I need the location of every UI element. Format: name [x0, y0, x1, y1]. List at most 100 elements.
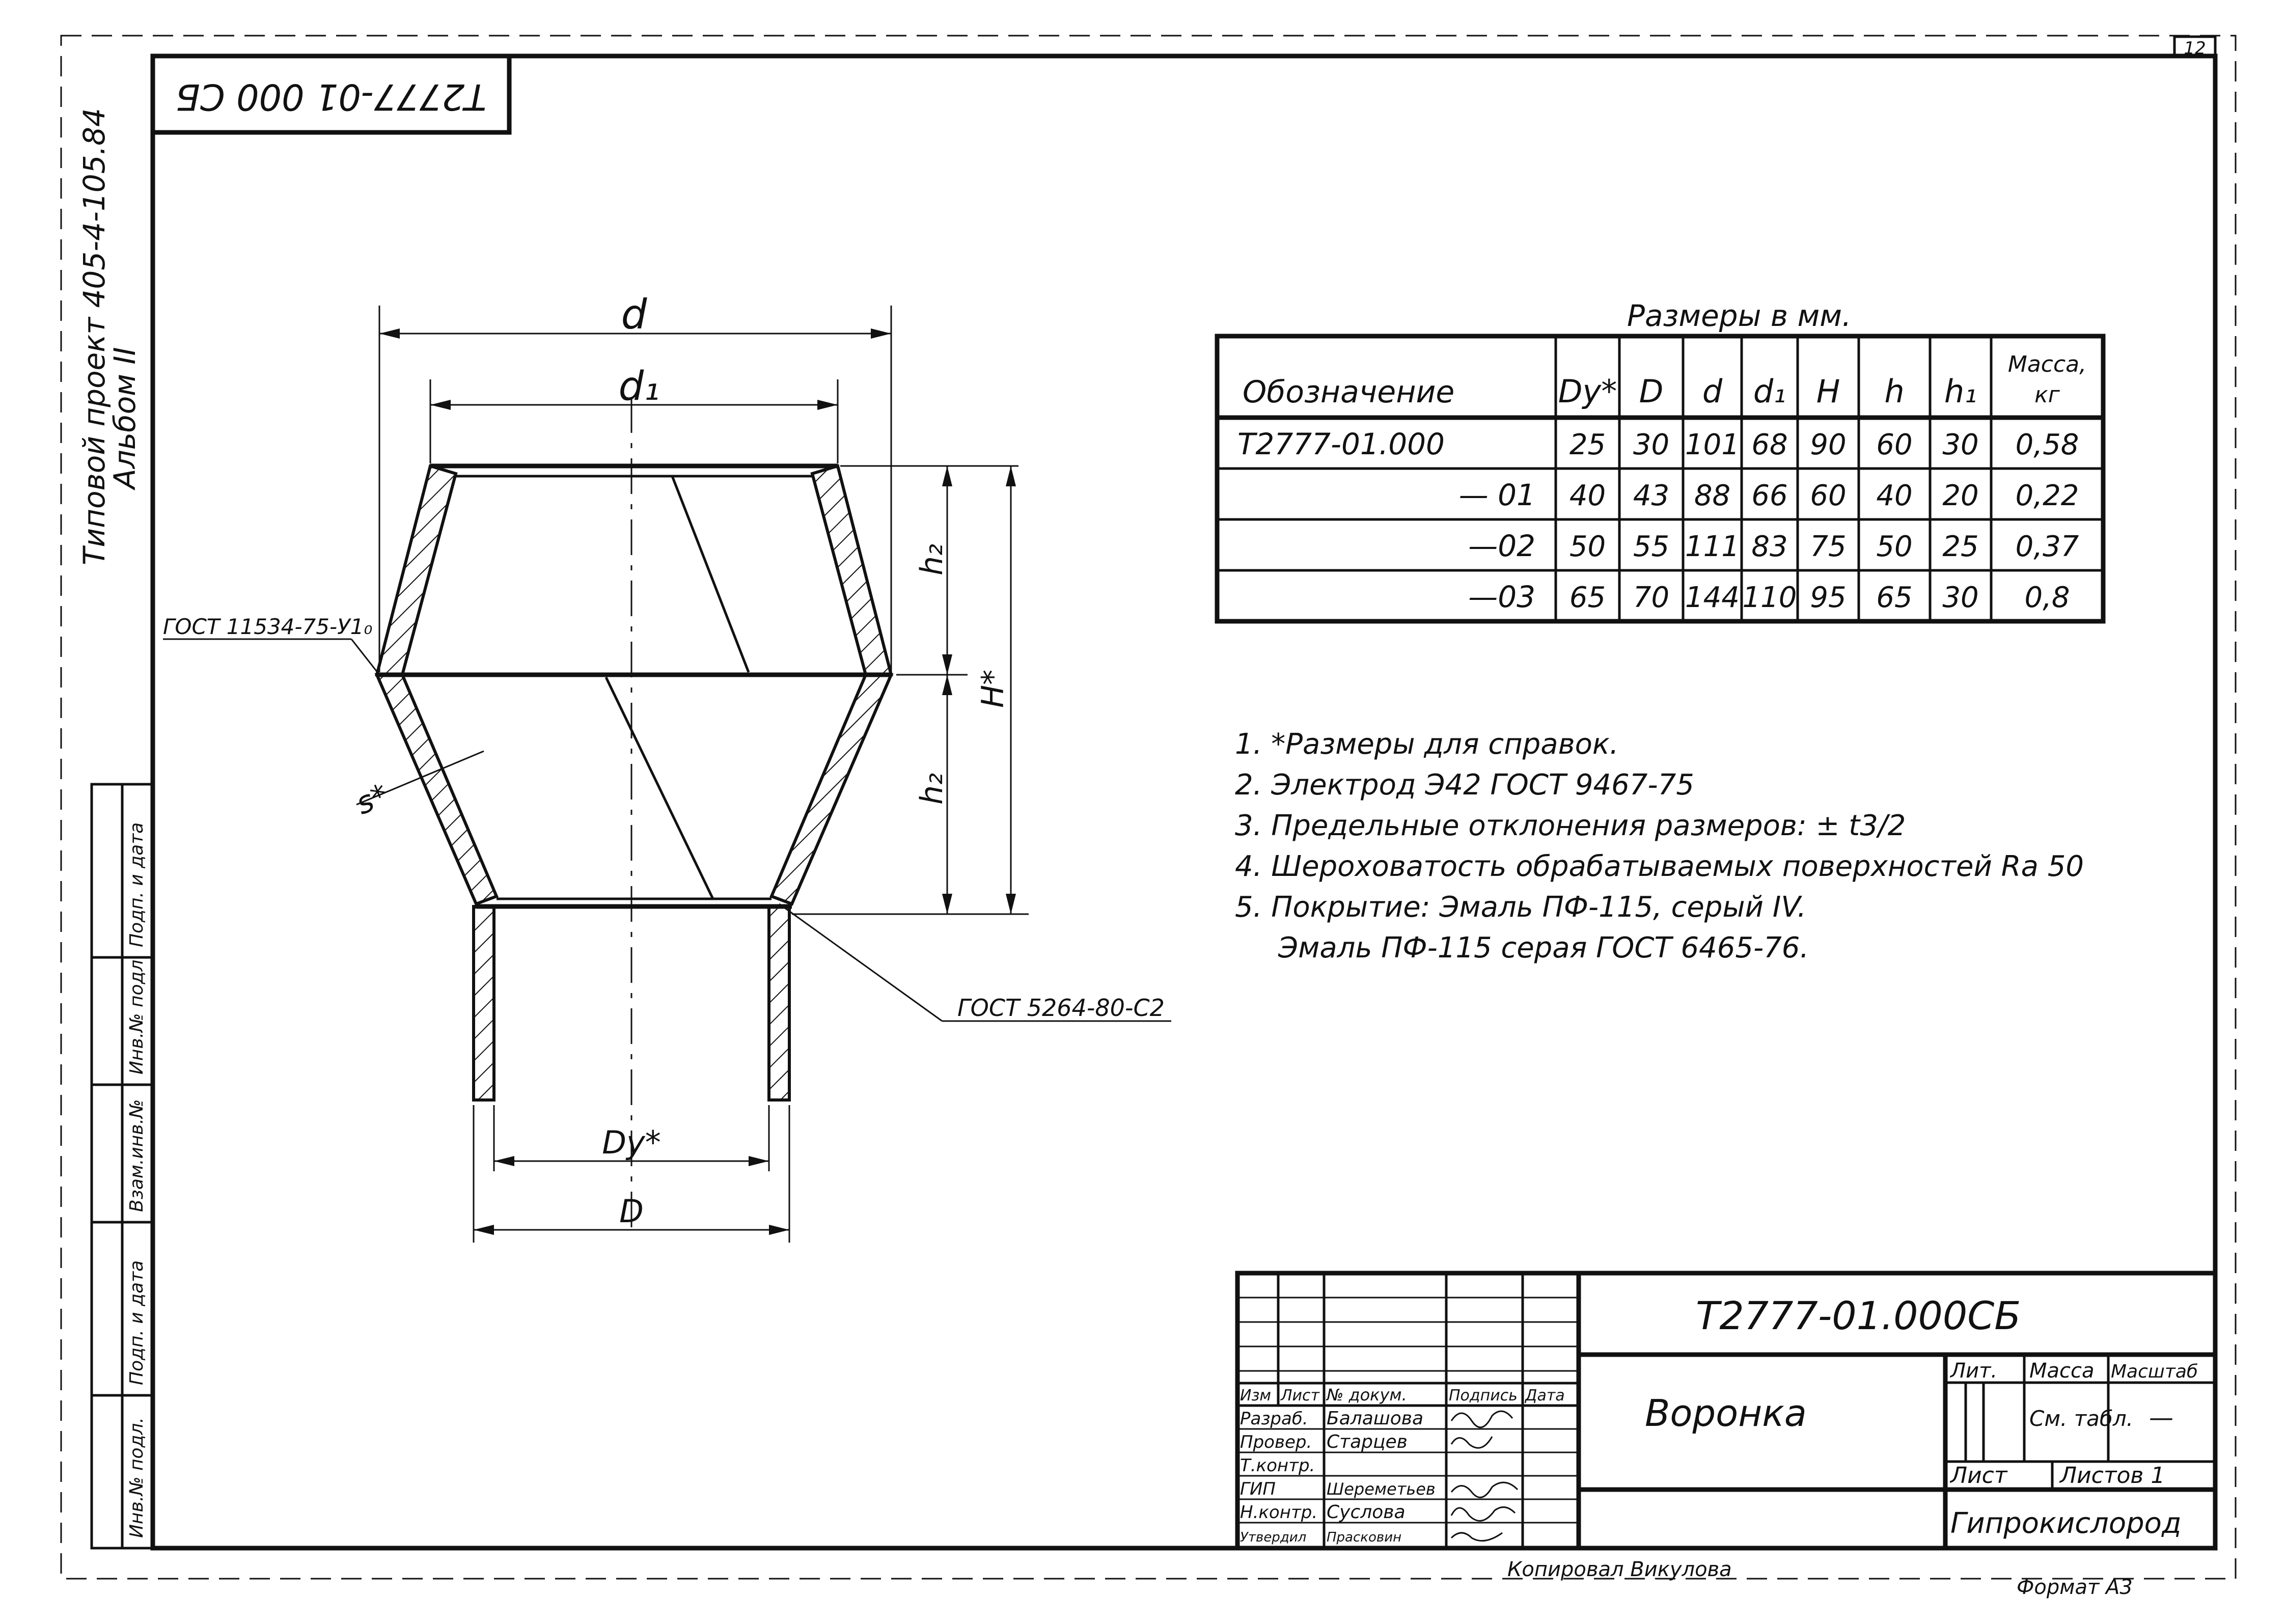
tb-sheet-label: Лист: [1949, 1463, 2008, 1489]
footer-format: Формат А3: [2017, 1576, 2133, 1599]
tb-mass-value: См. табл.: [2029, 1406, 2133, 1431]
table-header-7: h₁: [1944, 373, 1977, 410]
table-cell-2-0: —02: [1468, 529, 1535, 563]
pipe-wall-left: [472, 905, 495, 1102]
table-header-0: Обозначение: [1243, 374, 1454, 410]
tb-name: Воронка: [1645, 1392, 1807, 1435]
pipe-wall-right: [767, 905, 791, 1102]
table-cell-0-4: 68: [1751, 428, 1787, 461]
table-cell-2-8: 0,37: [2016, 530, 2079, 563]
table-cell-2-2: 55: [1633, 530, 1669, 563]
upper-wall-left: [375, 464, 458, 676]
table-header-8-unit: кг: [2034, 382, 2060, 408]
note-5: 5. Покрытие: Эмаль ПФ-115, серый IV.: [1235, 891, 1806, 924]
table-cell-1-4: 66: [1751, 479, 1787, 512]
table-header-8: Масса,: [2008, 351, 2086, 377]
table-cell-0-7: 30: [1942, 428, 1978, 461]
tb-col-date: Дата: [1524, 1387, 1565, 1405]
tb-name-6: Прасковин: [1327, 1530, 1401, 1545]
side-cell-1: Взам.инв.№: [126, 1099, 147, 1212]
side-project-line1: Типовой проект 405-4-105.84: [77, 108, 112, 565]
dim-D: D: [619, 1193, 644, 1230]
table-cell-2-3: 111: [1685, 530, 1740, 563]
tb-role-4: ГИП: [1240, 1479, 1276, 1499]
table-cell-0-8: 0,58: [2016, 428, 2079, 461]
tb-lit-label: Лит.: [1949, 1359, 1997, 1383]
dim-h2-top: h₂: [914, 544, 950, 575]
table-cell-0-1: 25: [1569, 428, 1606, 461]
tb-role-2: Провер.: [1240, 1432, 1312, 1452]
table-cell-1-1: 40: [1569, 479, 1606, 512]
tb-name-1: Балашова: [1327, 1408, 1423, 1429]
tb-col-izm: Изм: [1240, 1387, 1271, 1405]
side-cell-3: Подп. и дата: [126, 1260, 147, 1385]
table-cell-3-7: 30: [1942, 581, 1978, 614]
table-cell-1-2: 43: [1633, 479, 1669, 512]
table-cell-3-5: 95: [1810, 581, 1846, 614]
title-block: Изм Лист № докум. Подпись Дата Разраб. Б…: [1235, 1271, 2218, 1551]
tb-col-list: Лист: [1280, 1387, 1320, 1405]
table-cell-2-5: 75: [1810, 530, 1846, 563]
funnel-drawing: d d₁ h₂ h₂ H* s* Dу*: [163, 291, 1171, 1243]
sheet-number-box: 12: [2173, 35, 2217, 59]
table-cell-1-5: 60: [1810, 479, 1846, 512]
sheet-number: 12: [2184, 38, 2206, 59]
table-cell-3-3: 144: [1685, 581, 1740, 614]
tb-role-1: Разраб.: [1240, 1409, 1308, 1429]
dim-s: s*: [351, 777, 393, 822]
dim-d: d: [621, 291, 648, 338]
table-header-6: h: [1884, 373, 1904, 410]
note-3: 3. Предельные отклонения размеров: ± t3/…: [1235, 809, 1906, 842]
tb-organization: Гипрокислород: [1950, 1507, 2182, 1540]
table-cell-0-3: 101: [1685, 428, 1740, 461]
upper-wall-right: [810, 464, 893, 676]
table-cell-1-8: 0,22: [2016, 479, 2079, 512]
table-cell-0-6: 60: [1876, 428, 1912, 461]
footer-copied: Копировал Викулова: [1507, 1558, 1732, 1581]
weld-left-label: ГОСТ 11534-75-У1₀: [163, 614, 372, 639]
table-cell-1-6: 40: [1876, 479, 1912, 512]
footer: Копировал Викулова Формат А3: [1507, 1558, 2133, 1599]
side-project-line2: Альбом II: [107, 347, 142, 491]
tb-role-3: Т.контр.: [1240, 1455, 1315, 1476]
table-cell-2-4: 83: [1751, 530, 1787, 563]
table-cell-3-6: 65: [1876, 581, 1912, 614]
side-cell-4: Инв.№ подл.: [126, 954, 147, 1075]
table-cell-1-0: — 01: [1459, 478, 1535, 512]
tb-name-5: Суслова: [1327, 1502, 1406, 1523]
table-cell-2-7: 25: [1942, 530, 1978, 563]
table-header-1: Dу*: [1558, 373, 1617, 410]
table-cell-3-1: 65: [1569, 581, 1606, 614]
top-stamp: T2777-01 000 СБ: [150, 53, 512, 135]
table-cell-1-3: 88: [1694, 479, 1730, 512]
note-6: Эмаль ПФ-115 серая ГОСТ 6465-76.: [1278, 931, 1809, 965]
tb-sheets-label: Листов 1: [2059, 1463, 2165, 1489]
signatures: [1450, 1410, 1519, 1542]
note-1: 1. *Размеры для справок.: [1235, 728, 1619, 761]
dim-Dy: Dу*: [602, 1124, 660, 1161]
dim-d1: d₁: [619, 364, 660, 409]
table-caption: Размеры в мм.: [1627, 298, 1851, 333]
lower-wall-right: [769, 673, 894, 906]
tb-scale-label: Масштаб: [2111, 1361, 2198, 1382]
tb-col-doc: № докум.: [1326, 1385, 1407, 1405]
lower-wall-left: [374, 673, 499, 906]
table-header-2: D: [1639, 373, 1664, 410]
tb-scale-value: —: [2149, 1403, 2173, 1432]
note-2: 2. Электрод Э42 ГОСТ 9467-75: [1235, 768, 1694, 802]
side-project-label: Типовой проект 405-4-105.84 Альбом II: [77, 108, 142, 565]
note-4: 4. Шероховатость обрабатываемых поверхно…: [1235, 850, 2084, 883]
dim-H: H*: [975, 670, 1011, 708]
table-cell-1-7: 20: [1942, 479, 1978, 512]
dim-h2-bottom: h₂: [914, 773, 950, 805]
table-cell-3-2: 70: [1633, 581, 1669, 614]
tb-mass-label: Масса: [2029, 1359, 2095, 1383]
table-header-5: H: [1816, 373, 1840, 410]
table-cell-0-2: 30: [1633, 428, 1669, 461]
table-cell-3-8: 0,8: [2024, 581, 2070, 614]
tb-designation: Т2777-01.000СБ: [1696, 1293, 2021, 1338]
side-strip: Подп. и дата Инв.№ подл. Взам.инв.№ Подп…: [90, 783, 154, 1550]
tb-name-2: Старцев: [1327, 1432, 1408, 1452]
